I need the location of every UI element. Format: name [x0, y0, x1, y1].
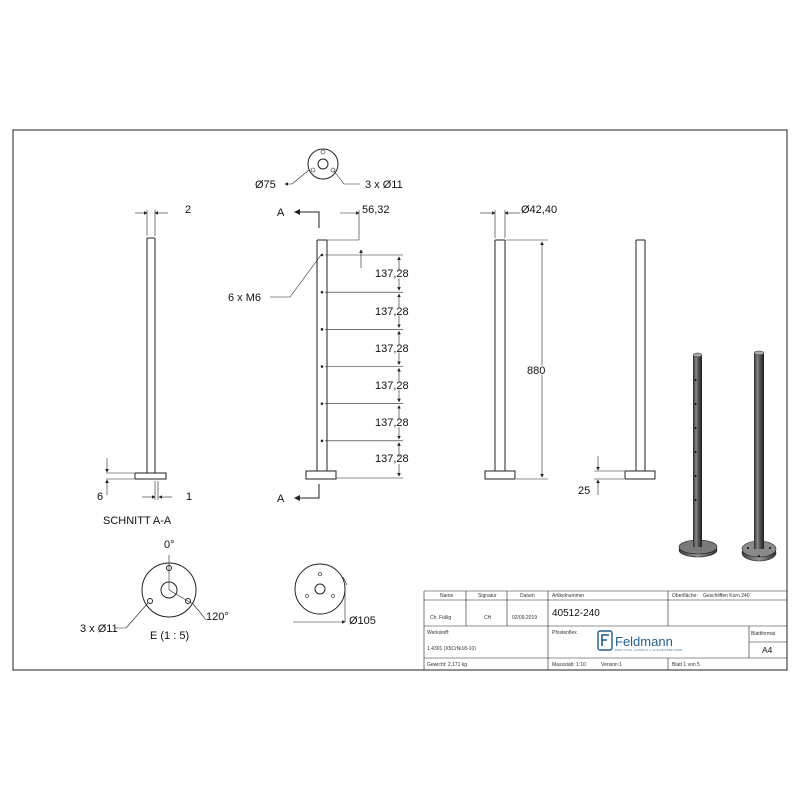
spacing-label-1: 137,28 [375, 268, 409, 280]
spacing-label-2: 137,28 [375, 306, 409, 318]
section-mark-bottom: A [277, 493, 285, 505]
spacing-label-6: 137,28 [375, 453, 409, 465]
iso-drill-dot [694, 403, 697, 405]
sheet-format: A4 [762, 645, 773, 655]
base-thickness-label: 6 [97, 491, 103, 503]
iso-drill-dot [694, 475, 697, 477]
spacing-label-4: 137,28 [375, 380, 409, 392]
material: 1.4301 (X5CrNi18-10) [427, 646, 476, 652]
top-holes-label: 3 x Ø11 [365, 179, 403, 191]
plate-thickness-label: 25 [578, 485, 590, 497]
offset-label: 56,32 [362, 204, 390, 216]
flange-bottom-view: Ø105 [293, 563, 376, 627]
section-view: 2 6 1 SCHNITT A-A [97, 204, 192, 527]
drill-hole [320, 253, 324, 257]
drawn-by-name: Ch. Fiälig [430, 615, 451, 621]
spacing-label-5: 137,28 [375, 417, 409, 429]
header-artikel: Artikelnummer [552, 593, 585, 599]
iso-drill-dots [694, 379, 697, 501]
drill-holes [320, 249, 403, 479]
gap-label: 1 [186, 491, 192, 503]
drill-hole [320, 328, 324, 331]
iso-render-left [678, 352, 718, 558]
drawing-frame [12, 129, 788, 671]
detail-caption: E (1 : 5) [150, 630, 189, 642]
plate-diameter-label: Ø105 [349, 615, 376, 627]
surface-finish: Geschliffen Korn 240 [703, 593, 750, 599]
sheet-number: Blatt 1 von 5 [672, 662, 700, 668]
front-view: A A 56,32 6 x M6 137,28 137,28 137,28 13… [228, 204, 409, 505]
header-signatur: Signatur [478, 593, 497, 599]
drill-hole [320, 365, 324, 368]
thread-label: 6 x M6 [228, 292, 261, 304]
drill-hole [320, 402, 324, 405]
top-diameter-label: Ø75 [255, 179, 276, 191]
article-number: 40512-240 [552, 608, 600, 619]
tube-diameter-label: Ø42,40 [521, 204, 557, 216]
version: Version:1 [601, 662, 622, 668]
right-view: 25 [578, 239, 656, 497]
title-block: Name Signatur Datum Ch. Fiälig CH 02/09.… [423, 590, 787, 670]
iso-drill-dot [694, 379, 697, 381]
wall-thickness-label: 2 [185, 204, 191, 216]
brand-name: Feldmann [615, 634, 673, 649]
feldmann-logo-icon [597, 630, 613, 651]
detail-e: 0° 120° 3 x Ø11 E (1 : 5) [80, 539, 229, 642]
brand-tagline: EDELSTAHL HANDELS & SCHWEISSBETRIEB [615, 648, 682, 652]
drill-hole [320, 439, 324, 443]
header-datum: Datum [520, 593, 535, 599]
height-label: 880 [527, 365, 545, 377]
header-werkstoff: Werkstoff: [427, 630, 449, 636]
scale: Massstab: 1:10 [552, 662, 586, 668]
section-mark-top: A [277, 207, 285, 219]
top-view: Ø75 3 x Ø11 [255, 148, 403, 191]
detail-holes-label: 3 x Ø11 [80, 623, 118, 635]
side-view: Ø42,40 880 [480, 204, 557, 480]
header-oberflaeche: Oberfläche: [672, 593, 698, 599]
header-blattformat: Blattformat [751, 631, 776, 637]
angle-zero-label: 0° [164, 539, 175, 551]
weight: Gewicht: 2,171 kg [427, 662, 467, 668]
section-caption: SCHNITT A-A [103, 515, 172, 527]
iso-drill-dot [694, 499, 697, 501]
angle-120-label: 120° [206, 611, 229, 623]
header-name: Name [440, 593, 454, 599]
spacing-label-3: 137,28 [375, 343, 409, 355]
part-designation: Pfostenflex [552, 630, 577, 636]
iso-render-right [741, 350, 777, 562]
drawn-by-signature: CH [484, 615, 492, 621]
drill-hole [320, 290, 324, 294]
drawn-date: 02/09.2019 [512, 615, 537, 621]
iso-drill-dot [694, 451, 697, 453]
iso-drill-dot [694, 427, 697, 429]
